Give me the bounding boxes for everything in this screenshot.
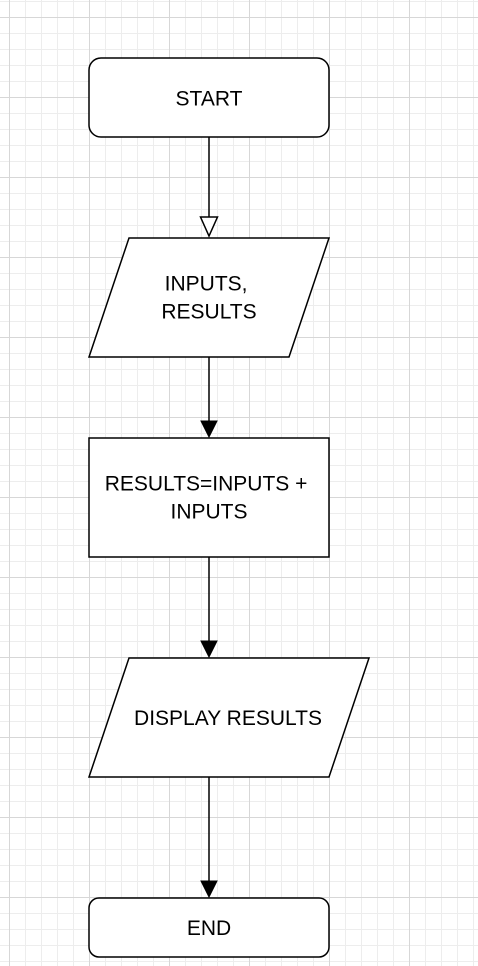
process-label-line-1: RESULTS=INPUTS + xyxy=(105,473,308,496)
end-label: END xyxy=(187,917,231,940)
process-label-line-2: INPUTS xyxy=(170,501,247,524)
end-terminator-shape xyxy=(88,897,330,958)
input-label-line-2: RESULTS xyxy=(161,301,256,324)
input-parallelogram-shape xyxy=(87,237,331,358)
output-label: DISPLAY RESULTS xyxy=(134,707,322,730)
node-output[interactable]: DISPLAY RESULTS xyxy=(87,657,371,778)
node-start[interactable]: START xyxy=(88,57,330,138)
end-label-line-1: END xyxy=(187,917,231,940)
input-label: INPUTS, RESULTS xyxy=(161,273,256,324)
output-parallelogram-shape xyxy=(87,657,371,778)
input-label-line-1: INPUTS, xyxy=(165,273,248,296)
edge-process-to-output-arrowhead xyxy=(200,640,218,659)
output-label-line-1: DISPLAY RESULTS xyxy=(134,707,322,730)
edge-start-to-input-arrowhead xyxy=(199,216,219,238)
start-terminator-shape xyxy=(88,57,330,138)
node-process[interactable]: RESULTS=INPUTS + INPUTS xyxy=(88,437,330,558)
edge-input-to-process-arrowhead xyxy=(200,420,218,439)
process-rectangle-shape xyxy=(88,437,330,558)
node-end[interactable]: END xyxy=(88,897,330,958)
edge-output-to-end-arrowhead xyxy=(200,880,218,899)
process-label: RESULTS=INPUTS + INPUTS xyxy=(105,473,314,524)
node-input[interactable]: INPUTS, RESULTS xyxy=(87,237,331,358)
start-label-line-1: START xyxy=(176,88,243,111)
edges xyxy=(199,137,219,899)
start-label: START xyxy=(176,88,243,111)
